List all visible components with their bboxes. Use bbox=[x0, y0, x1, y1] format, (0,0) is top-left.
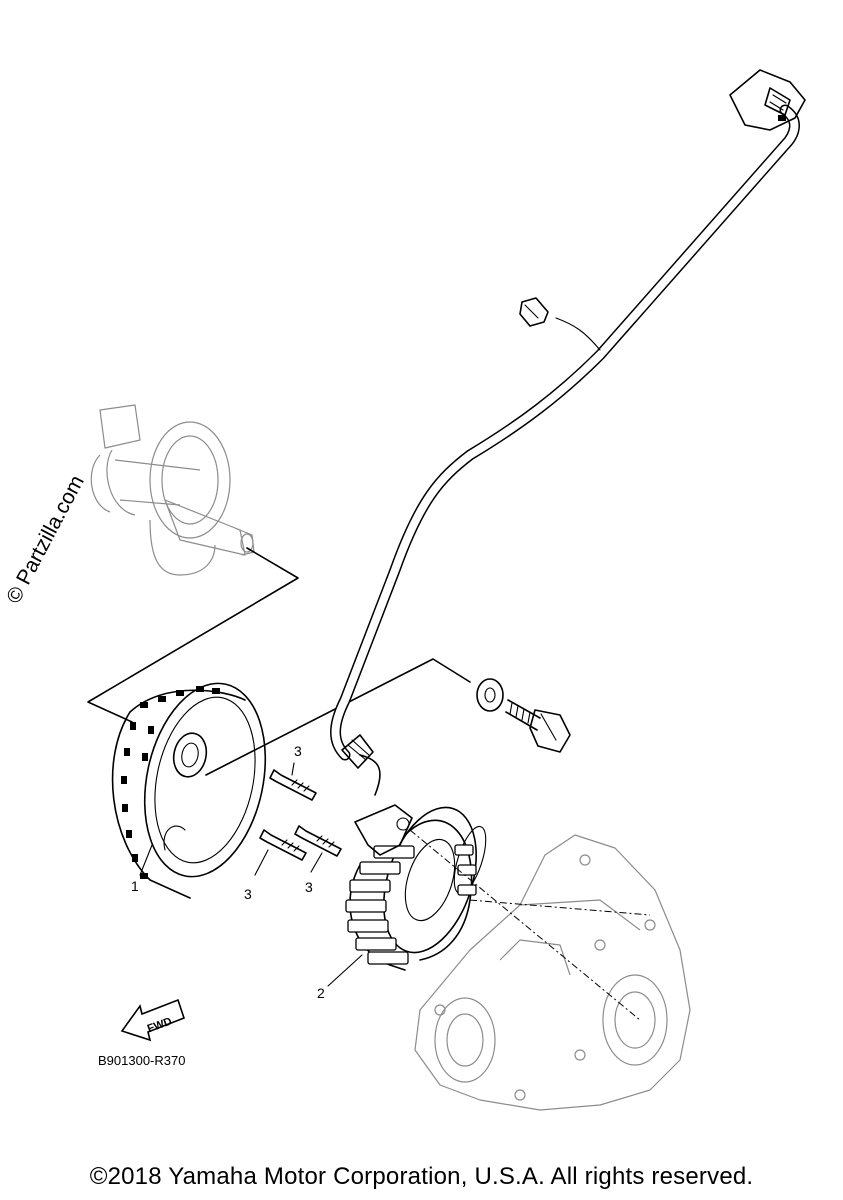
callout-3-bolt-lower-left: 3 bbox=[244, 886, 252, 902]
callout-3-bolt-lower-right: 3 bbox=[305, 879, 313, 895]
crankcase-cover bbox=[414, 834, 691, 1111]
center-lines bbox=[409, 829, 651, 1021]
crankshaft-illustration bbox=[90, 404, 255, 576]
callout-3-bolt-upper: 3 bbox=[294, 743, 302, 759]
fwd-arrow-icon: FWD bbox=[120, 998, 185, 1042]
stator-assembly bbox=[345, 754, 487, 971]
diagram-code: B901300-R370 bbox=[98, 1053, 185, 1068]
callout-leaders bbox=[139, 762, 363, 987]
copyright-notice: ©2018 Yamaha Motor Corporation, U.S.A. A… bbox=[89, 1163, 754, 1190]
wire-harness bbox=[330, 69, 806, 769]
callout-2-stator: 2 bbox=[317, 985, 325, 1001]
watermark-text: © Partzilla.com bbox=[2, 472, 89, 608]
callout-1-flywheel: 1 bbox=[131, 878, 139, 894]
washer-and-nut bbox=[476, 678, 571, 753]
flywheel-rotor bbox=[111, 682, 267, 899]
bolts bbox=[259, 769, 342, 861]
assembly-lines bbox=[87, 547, 471, 776]
